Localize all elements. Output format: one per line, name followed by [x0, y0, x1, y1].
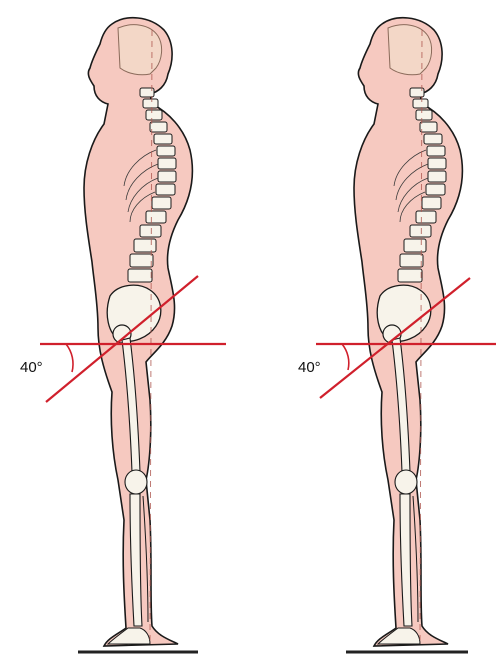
angle-label-left: 40°: [20, 359, 43, 376]
figure-right: 40°: [298, 18, 496, 652]
angle-arc-right: [342, 344, 349, 370]
angle-arc-left: [66, 344, 73, 372]
figure-left: 40°: [20, 18, 226, 652]
angle-label-right: 40°: [298, 359, 321, 376]
